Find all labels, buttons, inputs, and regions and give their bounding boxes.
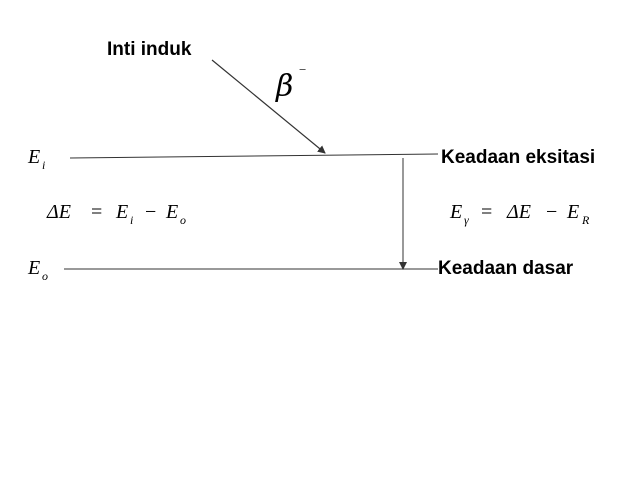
delta-energy-equation: ΔE = E i − E o	[46, 201, 186, 227]
excited-level-line	[69, 153, 439, 159]
excited-level-symbol: E	[27, 146, 40, 168]
excited-state-label: Keadaan eksitasi	[441, 147, 595, 168]
equals-sign: =	[91, 201, 102, 223]
delta-e-term: ΔE	[46, 201, 71, 223]
decay-arrow	[211, 59, 326, 154]
gamma-subscript: γ	[464, 213, 469, 227]
excited-level-subscript: i	[42, 158, 45, 172]
ei-subscript: i	[130, 213, 133, 227]
ei-term: E	[115, 201, 128, 223]
minus-sign: −	[546, 201, 557, 223]
parent-nucleus-label: Inti induk	[107, 39, 192, 60]
eo-term: E	[165, 201, 178, 223]
ground-level-subscript: o	[42, 269, 48, 283]
egamma-term: E	[449, 201, 462, 223]
delta-e-term: ΔE	[506, 201, 531, 223]
ground-state-label: Keadaan dasar	[438, 258, 574, 279]
beta-symbol: β	[275, 69, 293, 104]
eo-subscript: o	[180, 213, 186, 227]
recoil-subscript: R	[581, 213, 590, 227]
ground-level-symbol: E	[27, 257, 40, 279]
er-term: E	[566, 201, 579, 223]
minus-sign: −	[145, 201, 156, 223]
gamma-energy-equation: E γ = ΔE − E R	[449, 201, 590, 227]
beta-charge: −	[299, 62, 306, 77]
equals-sign: =	[481, 201, 492, 223]
